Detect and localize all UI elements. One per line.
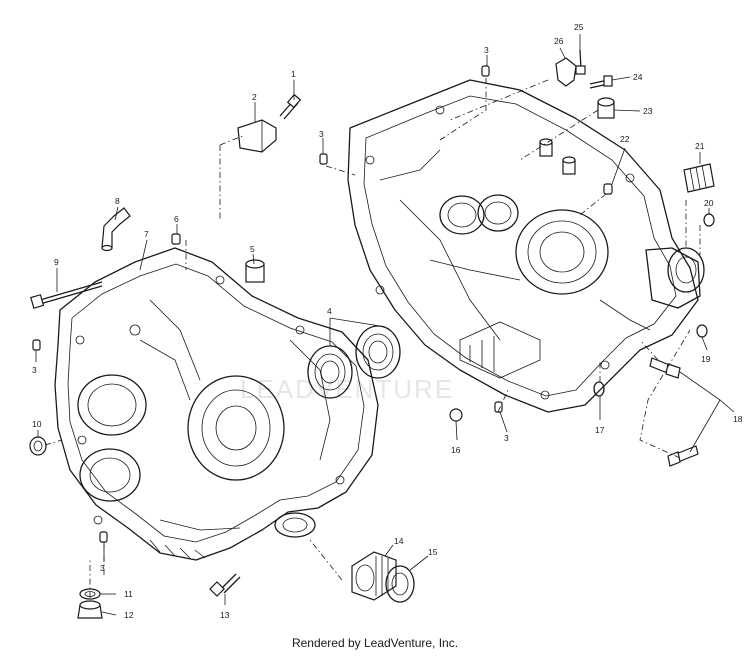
callout-11: 11 (124, 589, 133, 599)
callout-3c: 3 (32, 365, 37, 375)
part-plate-26 (555, 57, 577, 87)
callout-12: 12 (124, 610, 134, 620)
part-screw-24 (589, 75, 613, 89)
part-bracket-2 (237, 119, 277, 153)
leader-lines (35, 34, 735, 616)
callout-5: 5 (250, 244, 255, 254)
part-seal-15 (385, 565, 415, 603)
part-threaded-fitting-21 (683, 163, 715, 193)
part-needle-bearing-14 (351, 551, 397, 601)
part-bolt-1 (279, 93, 302, 120)
callout-21: 21 (695, 141, 705, 151)
callout-8: 8 (115, 196, 120, 206)
callout-7: 7 (144, 229, 149, 239)
callout-6: 6 (174, 214, 179, 224)
part-pin-22 (603, 183, 613, 195)
callout-17: 17 (595, 425, 605, 435)
callout-9: 9 (54, 257, 59, 267)
callout-14: 14 (394, 536, 404, 546)
callout-26: 26 (554, 36, 564, 46)
part-dowel-pins-3 (32, 65, 503, 543)
part-cap-23 (597, 97, 615, 119)
part-nut-20 (703, 213, 715, 227)
callout-3d: 3 (504, 433, 509, 443)
part-bushing-5 (245, 259, 265, 283)
part-o-ring-17 (593, 381, 605, 397)
part-long-bolt-9 (30, 281, 103, 309)
right-crankcase-half (347, 79, 705, 413)
part-nut-19 (696, 324, 708, 338)
callout-24: 24 (633, 72, 643, 82)
callout-18: 18 (733, 414, 743, 424)
part-fittings-18 (649, 357, 699, 467)
part-ball-16 (449, 408, 463, 422)
callout-1: 1 (291, 69, 296, 79)
callout-25: 25 (574, 22, 584, 32)
callout-4: 4 (327, 306, 332, 316)
callout-3a: 3 (484, 45, 489, 55)
callout-3e: 3 (100, 563, 105, 573)
part-bearings-4 (307, 325, 401, 399)
part-drain-plug-12 (77, 600, 103, 619)
part-plug-10 (29, 436, 47, 456)
callout-20: 20 (704, 198, 714, 208)
callout-23: 23 (643, 106, 653, 116)
callout-2: 2 (252, 92, 257, 102)
assembly-lines (44, 78, 701, 598)
callout-labels: 1 2 3 3 3 3 3 4 5 6 7 8 9 10 11 12 13 14… (32, 22, 743, 620)
callout-16: 16 (451, 445, 461, 455)
callout-15: 15 (428, 547, 438, 557)
part-pin-6 (171, 233, 181, 245)
left-crankcase-half (54, 247, 379, 561)
part-screw-25 (575, 49, 586, 75)
callout-19: 19 (701, 354, 711, 364)
part-elbow-fitting-8 (101, 207, 131, 252)
callout-22: 22 (620, 134, 630, 144)
footer-credit: Rendered by LeadVenture, Inc. (291, 636, 459, 650)
callout-10: 10 (32, 419, 42, 429)
part-bolt-13 (209, 573, 241, 597)
callout-13: 13 (220, 610, 230, 620)
callout-3b: 3 (319, 129, 324, 139)
